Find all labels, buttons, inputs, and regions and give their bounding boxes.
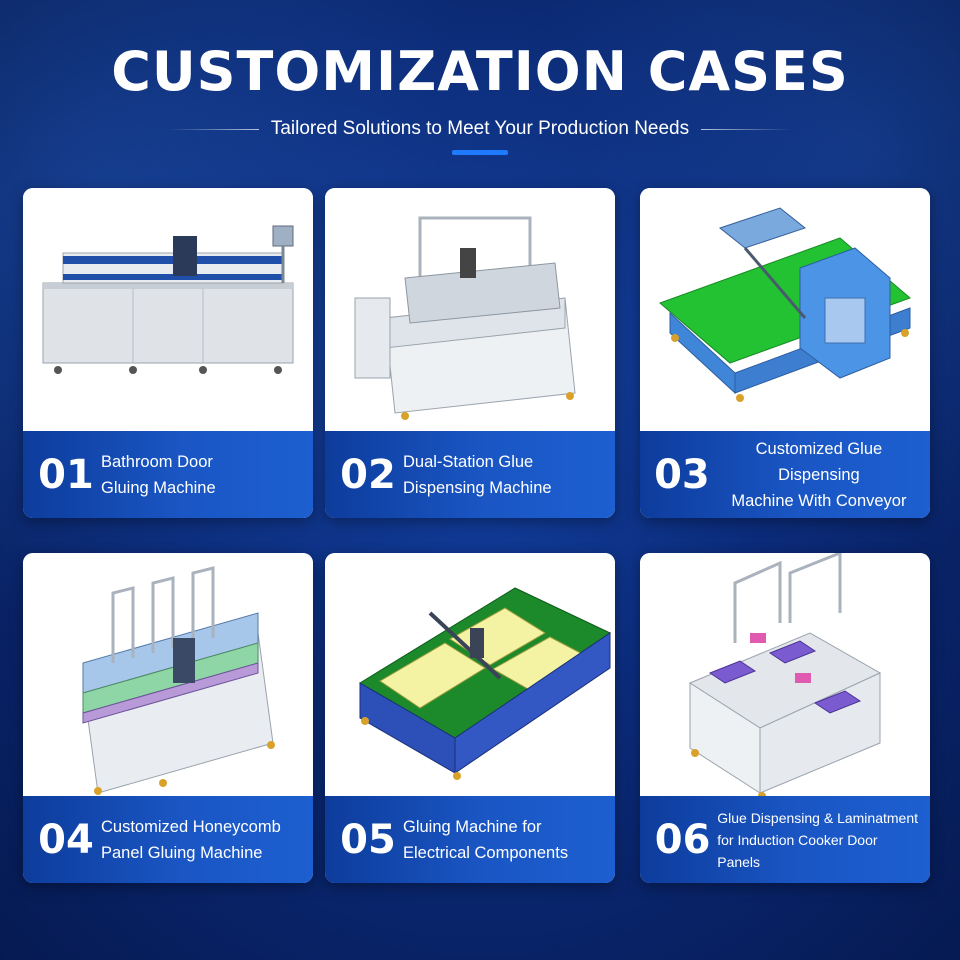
case-card-01[interactable]: 01 Bathroom Door Gluing Machine	[23, 188, 313, 518]
case-title-line-1: Dual-Station Glue	[403, 452, 534, 471]
case-card-06[interactable]: 06 Glue Dispensing & Laminatment for Ind…	[640, 553, 930, 883]
machine-image-02	[325, 188, 615, 431]
case-title-line-2: Machine With Conveyor	[731, 491, 907, 510]
accent-bar	[452, 150, 508, 155]
machine-image-03	[640, 188, 930, 431]
case-title-line-2: Electrical Components	[403, 843, 569, 862]
case-caption-01: 01 Bathroom Door Gluing Machine	[23, 431, 313, 518]
case-caption-02: 02 Dual-Station Glue Dispensing Machine	[325, 431, 615, 518]
machine-image-06	[640, 553, 930, 796]
machine-image-04	[23, 553, 313, 796]
case-title-line-1: Customized Glue Dispensing	[755, 439, 883, 484]
case-title: Gluing Machine for Electrical Components	[403, 814, 576, 866]
case-caption-04: 04 Customized Honeycomb Panel Gluing Mac…	[23, 796, 313, 883]
case-number: 04	[38, 816, 94, 863]
case-title: Bathroom Door Gluing Machine	[101, 449, 224, 501]
case-title: Customized Honeycomb Panel Gluing Machin…	[101, 814, 289, 866]
case-caption-03: 03 Customized Glue Dispensing Machine Wi…	[640, 431, 930, 518]
case-card-03[interactable]: 03 Customized Glue Dispensing Machine Wi…	[640, 188, 930, 518]
case-title-line-1: Customized Honeycomb	[101, 817, 281, 836]
case-title-line-2: Panel Gluing Machine	[101, 843, 263, 862]
page-title: CUSTOMIZATION CASES	[111, 40, 849, 103]
subtitle-divider-right	[701, 128, 792, 130]
case-title-line-2: Gluing Machine	[101, 478, 216, 497]
case-title-line-1: Glue Dispensing & Laminatment	[717, 809, 919, 826]
case-number: 06	[654, 816, 711, 863]
case-title-line-2: for Induction Cooker Door Panels	[717, 831, 878, 870]
case-title-line-1: Bathroom Door	[101, 452, 213, 471]
case-number: 03	[654, 451, 710, 498]
case-number: 05	[340, 816, 396, 863]
case-title-line-2: Dispensing Machine	[403, 478, 552, 497]
page-subtitle: Tailored Solutions to Meet Your Producti…	[270, 118, 690, 139]
case-title: Dual-Station Glue Dispensing Machine	[403, 449, 560, 501]
case-title: Customized Glue Dispensing Machine With …	[716, 436, 930, 514]
machine-image-01	[23, 188, 313, 431]
machine-image-05	[325, 553, 615, 796]
case-number: 02	[340, 451, 396, 498]
case-card-02[interactable]: 02 Dual-Station Glue Dispensing Machine	[325, 188, 615, 518]
case-card-04[interactable]: 04 Customized Honeycomb Panel Gluing Mac…	[23, 553, 313, 883]
case-number: 01	[38, 451, 94, 498]
subtitle-divider-left	[168, 128, 259, 130]
case-card-05[interactable]: 05 Gluing Machine for Electrical Compone…	[325, 553, 615, 883]
subtitle-row: Tailored Solutions to Meet Your Producti…	[0, 116, 960, 142]
case-caption-06: 06 Glue Dispensing & Laminatment for Ind…	[640, 796, 930, 883]
case-title-line-1: Gluing Machine for	[403, 817, 542, 836]
case-title: Glue Dispensing & Laminatment for Induct…	[717, 807, 930, 873]
case-caption-05: 05 Gluing Machine for Electrical Compone…	[325, 796, 615, 883]
